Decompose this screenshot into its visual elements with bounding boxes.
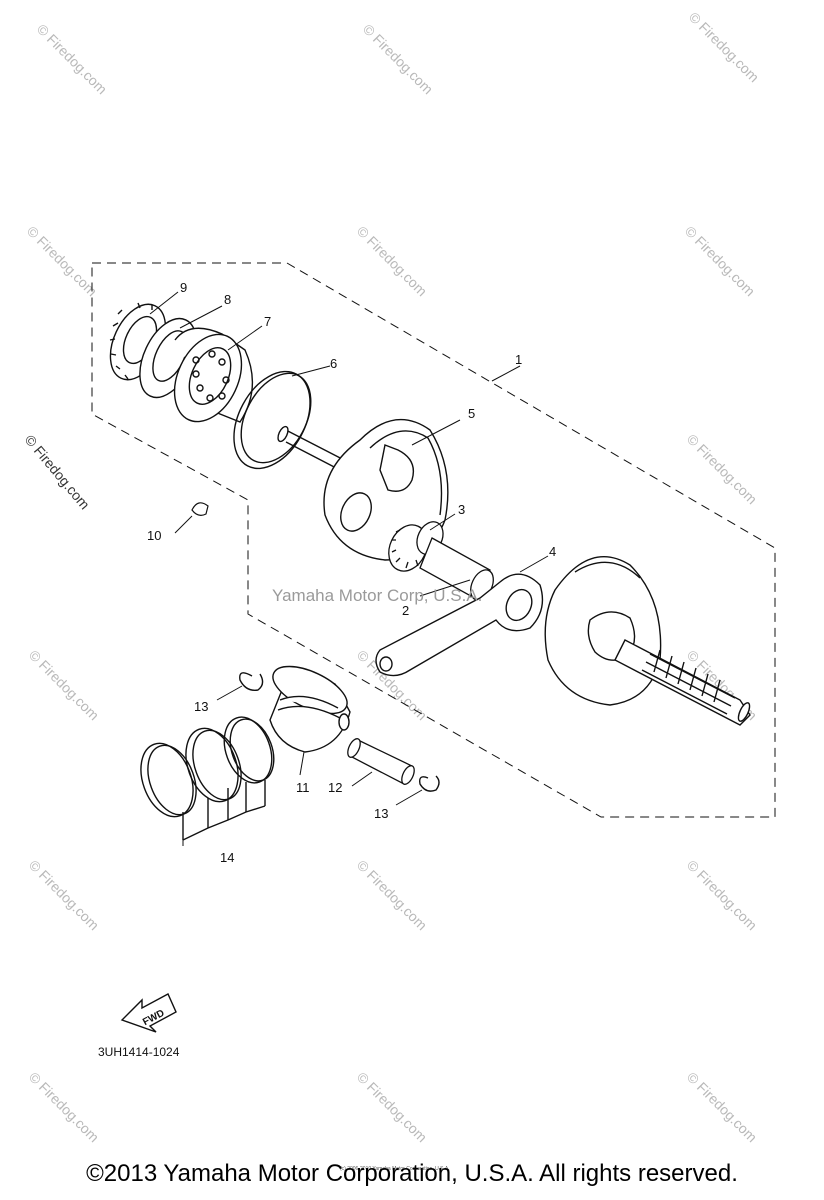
crank-web-right xyxy=(544,556,751,726)
callout-8: 8 xyxy=(224,292,231,307)
center-watermark: Yamaha Motor Corp, U.S.A. xyxy=(272,586,482,605)
callouts: 1 2 3 4 5 6 7 8 9 10 11 12 13 13 14 xyxy=(147,280,556,865)
circlip-13-lower xyxy=(418,775,440,792)
watermark-dark: © Firedog.com xyxy=(22,432,93,513)
ball-bearing-7 xyxy=(173,327,254,423)
watermark: © Firedog.com xyxy=(360,21,436,97)
piston-11 xyxy=(269,665,351,753)
callout-5: 5 xyxy=(468,406,475,421)
callout-4: 4 xyxy=(549,544,556,559)
callout-6: 6 xyxy=(330,356,337,371)
watermark: © Firedog.com xyxy=(684,857,760,933)
watermark: © Firedog.com xyxy=(26,1069,102,1145)
connecting-rod-4 xyxy=(375,573,544,677)
callout-11: 11 xyxy=(296,780,310,795)
woodruff-key-10 xyxy=(191,502,209,516)
callout-13-lower: 13 xyxy=(374,806,388,821)
copyright-footer: ©2013 Yamaha Motor Corporation, U.S.A. A… xyxy=(86,1160,738,1187)
callout-2: 2 xyxy=(402,603,409,618)
callout-9: 9 xyxy=(180,280,187,295)
watermark: © Firedog.com xyxy=(34,21,110,97)
circlip-13-upper xyxy=(239,672,264,691)
watermark: © Firedog.com xyxy=(684,1069,760,1145)
callout-3: 3 xyxy=(458,502,465,517)
watermark: © Firedog.com xyxy=(26,647,102,723)
watermark: © Firedog.com xyxy=(24,223,100,299)
tiny-copyright-notice: (c) 2006-2010 Yamaha Motor Corporation, … xyxy=(340,1166,450,1172)
watermark: © Firedog.com xyxy=(354,1069,430,1145)
watermark: © Firedog.com xyxy=(354,857,430,933)
watermark: © Firedog.com xyxy=(684,431,760,507)
callout-1: 1 xyxy=(515,352,522,367)
shim-ring-6 xyxy=(233,370,312,470)
watermark: © Firedog.com xyxy=(26,857,102,933)
watermark: © Firedog.com xyxy=(682,223,758,299)
watermark-layer: © Firedog.com © Firedog.com © Firedog.co… xyxy=(22,9,763,1145)
callout-13-upper: 13 xyxy=(194,699,208,714)
crankshaft-assembly-boundary xyxy=(91,262,776,818)
callout-12: 12 xyxy=(328,780,342,795)
watermark: © Firedog.com xyxy=(354,223,430,299)
callout-7: 7 xyxy=(264,314,271,329)
piston-ring-set-14 xyxy=(140,716,275,841)
watermark: © Firedog.com xyxy=(686,9,762,85)
callout-14: 14 xyxy=(220,850,234,865)
piston-pin-12 xyxy=(347,738,415,785)
diagram-code: 3UH1414-1024 xyxy=(98,1045,180,1059)
fwd-arrow-icon: FWD xyxy=(120,993,177,1033)
callout-10: 10 xyxy=(147,528,161,543)
leader-lines xyxy=(149,291,549,846)
